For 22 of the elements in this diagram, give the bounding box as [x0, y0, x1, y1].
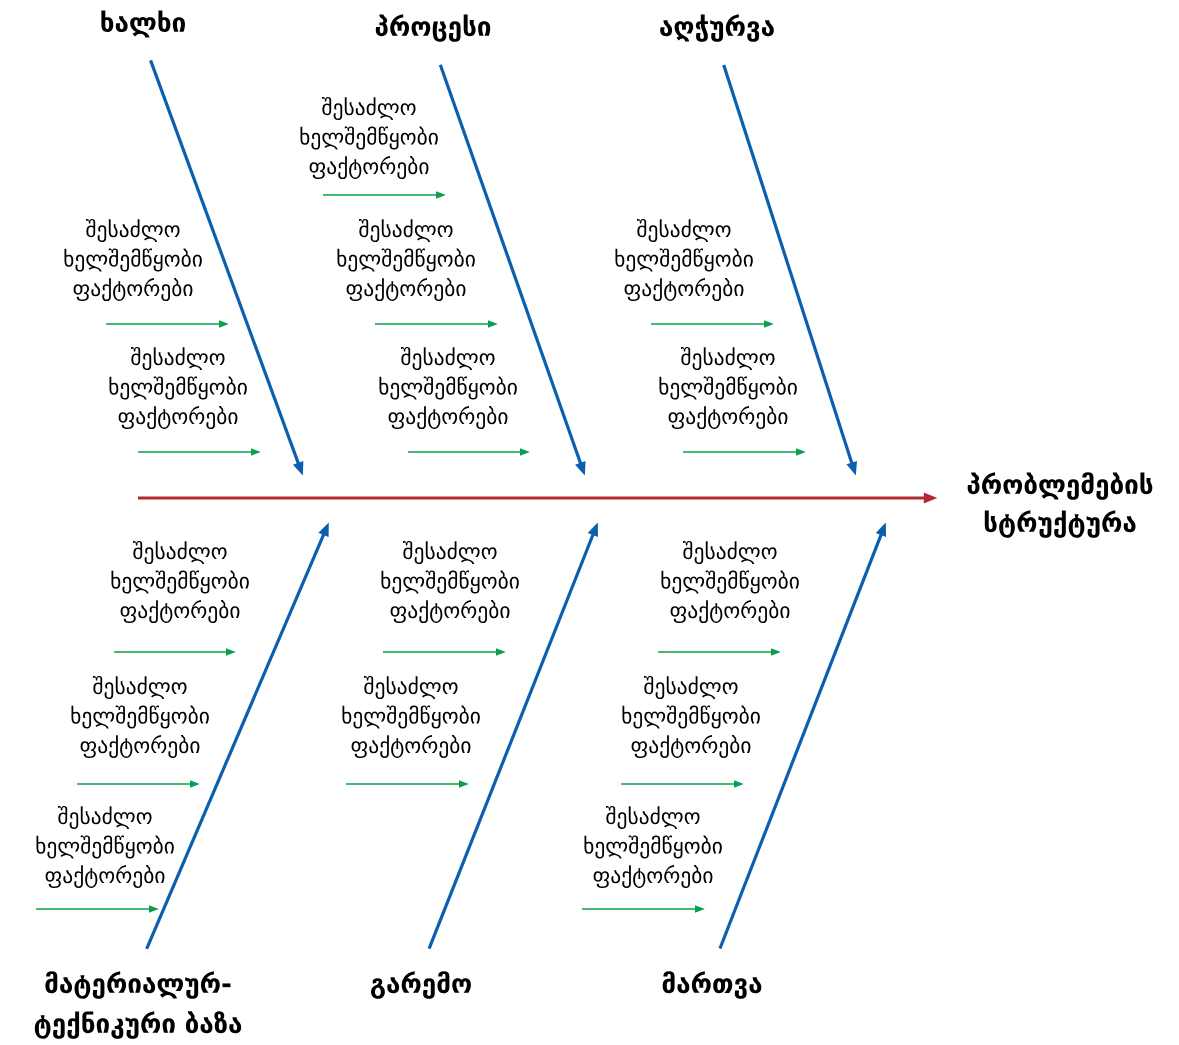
- factor-text: შესაძლო ხელშემწყობი ფაქტორები: [661, 540, 799, 624]
- factor-text: შესაძლო ხელშემწყობი ფაქტორები: [111, 540, 249, 624]
- factor-text: შესაძლო ხელშემწყობი ფაქტორები: [381, 540, 519, 624]
- factor-text: შესაძლო ხელშემწყობი ფაქტორები: [64, 218, 202, 302]
- category-label: გარემო: [371, 971, 471, 999]
- category-label: პროცესი: [375, 14, 491, 42]
- factor-text: შესაძლო ხელშემწყობი ფაქტორები: [337, 218, 475, 302]
- factor-text: შესაძლო ხელშემწყობი ფაქტორები: [379, 346, 517, 430]
- category-label: ხალხი: [101, 10, 185, 38]
- factor-text: შესაძლო ხელშემწყობი ფაქტორები: [659, 346, 797, 430]
- factor-text: შესაძლო ხელშემწყობი ფაქტორები: [300, 96, 438, 180]
- problem-label: პრობლემების სტრუქტურა: [967, 472, 1153, 538]
- factor-text: შესაძლო ხელშემწყობი ფაქტორები: [622, 675, 760, 759]
- category-label: აღჭურვა: [660, 14, 774, 42]
- factor-text: შესაძლო ხელშემწყობი ფაქტორები: [71, 675, 209, 759]
- factor-text: შესაძლო ხელშემწყობი ფაქტორები: [615, 218, 753, 302]
- factor-text: შესაძლო ხელშემწყობი ფაქტორები: [36, 805, 174, 889]
- factor-text: შესაძლო ხელშემწყობი ფაქტორები: [342, 675, 480, 759]
- category-label: მართვა: [662, 971, 762, 999]
- category-label: მატერიალურ-ტექნიკური ბაზა: [34, 971, 242, 1039]
- factor-text: შესაძლო ხელშემწყობი ფაქტორები: [584, 805, 722, 889]
- factor-text: შესაძლო ხელშემწყობი ფაქტორები: [109, 346, 247, 430]
